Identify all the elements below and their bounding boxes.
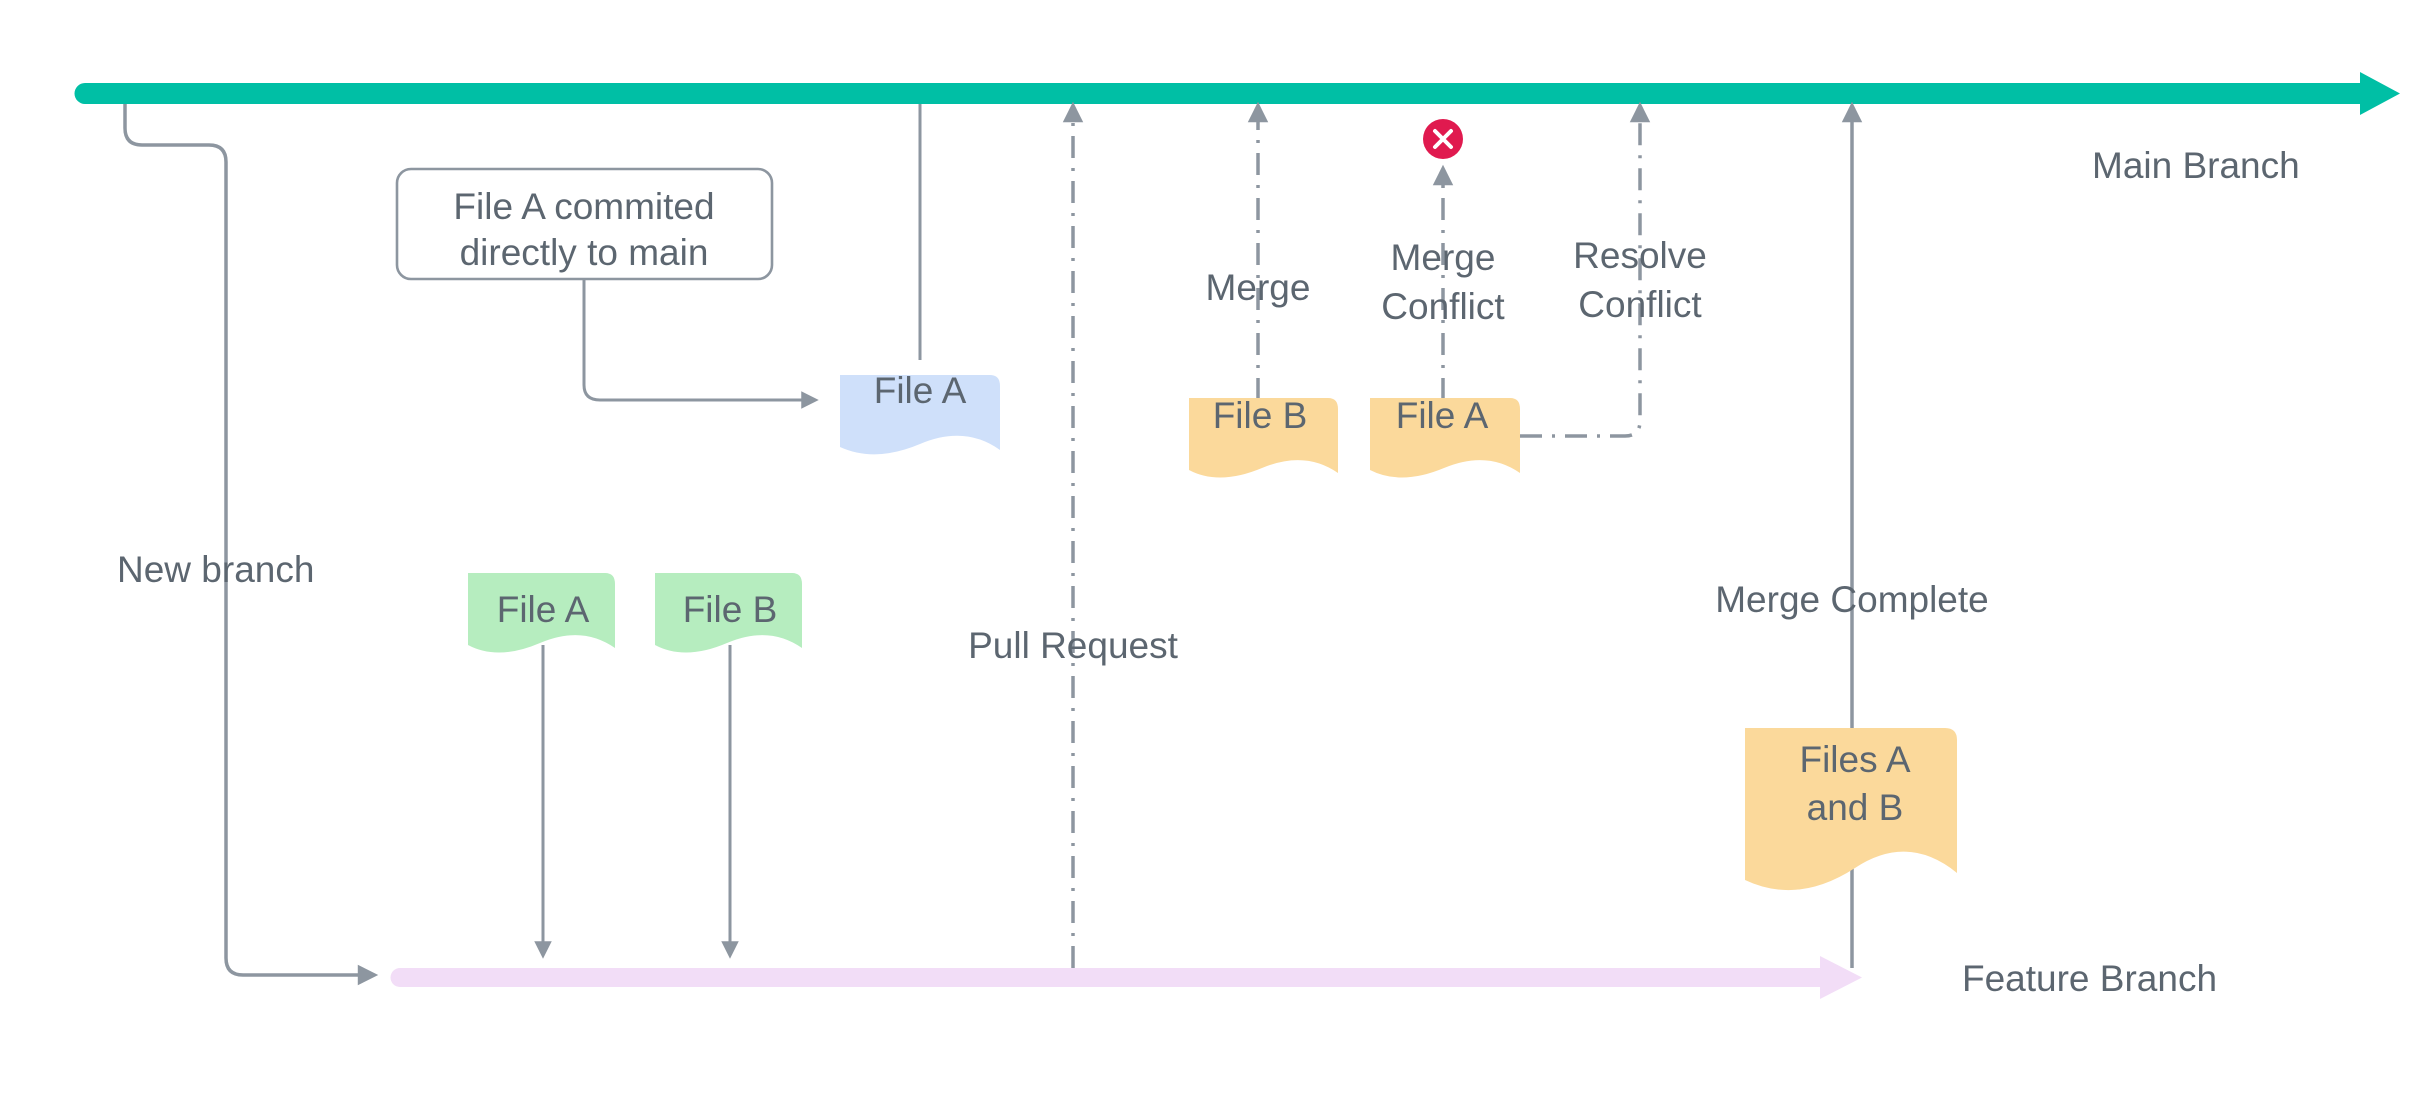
commit-tag-merge-file-b[interactable] — [1189, 398, 1338, 478]
commit-tag-main-file-a-label: File A — [874, 370, 967, 411]
main-branch-label: Main Branch — [2092, 145, 2300, 186]
feature-branch-line — [390, 956, 1862, 999]
commit-tag-merged-files-label-line-1: Files A — [1799, 739, 1910, 780]
commit-tag-feature-file-a[interactable] — [468, 573, 615, 653]
feature-branch-label: Feature Branch — [1962, 958, 2217, 999]
resolve-conflict-label-line-1: Resolve — [1573, 235, 1707, 276]
commit-tag-merged-files-label-line-2: and B — [1807, 787, 1904, 828]
commit-tag-merged-files[interactable] — [1745, 728, 1957, 891]
commit-tag-feature-file-b[interactable] — [655, 573, 802, 653]
note-box-line-2: directly to main — [460, 232, 709, 273]
merge-label: Merge — [1206, 267, 1311, 308]
commit-tag-conflict-file-a[interactable] — [1370, 398, 1520, 478]
merge-conflict-label-line-2: Conflict — [1381, 286, 1505, 327]
new-branch-connector — [123, 104, 379, 986]
note-box-line-1: File A commited — [453, 186, 714, 227]
note-box-connector — [582, 279, 819, 409]
commit-tag-feature-file-a-label: File A — [497, 589, 590, 630]
pull-request-label: Pull Request — [968, 625, 1179, 666]
main-branch-line — [74, 72, 2401, 115]
commit-tag-merge-file-b-label: File B — [1213, 395, 1308, 436]
merge-conflict-label-line-1: Merge — [1391, 237, 1496, 278]
commit-tag-conflict-file-a-label: File A — [1396, 395, 1489, 436]
new-branch-label: New branch — [117, 549, 314, 590]
resolve-conflict-connector — [1520, 101, 1651, 438]
merge-complete-label: Merge Complete — [1715, 579, 1989, 620]
commit-tag-main-file-a[interactable] — [840, 375, 1000, 455]
resolve-conflict-label-line-2: Conflict — [1578, 284, 1702, 325]
x-circle-icon — [1421, 117, 1465, 161]
commit-tag-feature-file-b-label: File B — [683, 589, 778, 630]
